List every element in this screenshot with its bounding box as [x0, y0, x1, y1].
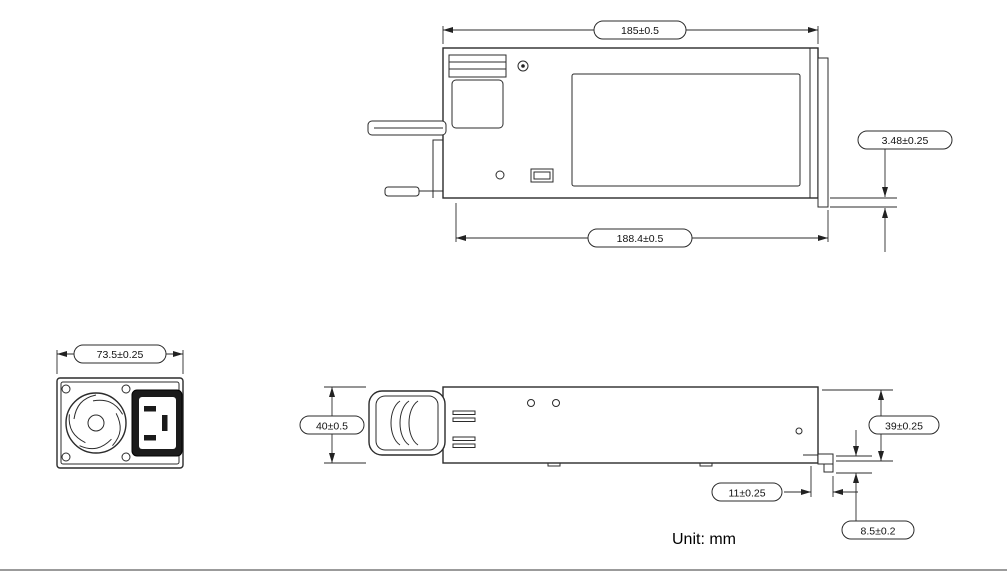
dimension-connector-inset: 11±0.25 — [711, 466, 858, 502]
fan-screw-holes — [61, 384, 131, 462]
dimension-balloon — [299, 415, 365, 435]
mounting-flange — [817, 57, 829, 208]
latch-assembly — [448, 54, 507, 129]
dimension-label: 73.5±0.25 — [97, 349, 144, 361]
dimension-bottom-length: 188.4±0.5 — [455, 203, 829, 248]
psu-front-view: 73.5±0.25 — [56, 344, 184, 469]
unit-label: Unit: mm — [672, 531, 736, 548]
dimension-balloon — [711, 482, 783, 502]
top-view-body-outline — [442, 47, 819, 199]
dimension-label: 39±0.25 — [885, 421, 923, 433]
psu-top-view: 185±0.5 188.4±0.5 3.48±0.25 — [367, 20, 953, 252]
vent-slots — [452, 410, 476, 448]
dimension-balloon — [841, 520, 915, 540]
vent-cutout — [530, 168, 554, 183]
ac-inlet — [131, 389, 183, 457]
dimension-label: 3.48±0.25 — [882, 135, 929, 147]
screw-hole — [517, 60, 529, 72]
fan-hub — [87, 414, 105, 432]
inlet-pin-slot — [144, 406, 156, 412]
side-body-outline — [442, 386, 819, 464]
dimension-balloon — [587, 228, 693, 248]
dimension-flange-offset: 3.48±0.25 — [830, 130, 953, 252]
product-label-area — [571, 73, 801, 187]
inlet-pin-slot — [144, 435, 156, 441]
dimension-balloon — [857, 130, 953, 150]
dimension-label: 11±0.25 — [728, 488, 765, 500]
left-step-edge — [432, 139, 443, 198]
dimension-balloon — [73, 344, 167, 364]
dimension-label: 185±0.5 — [621, 25, 659, 37]
dimension-balloon — [593, 20, 687, 40]
screw-hole — [527, 399, 535, 407]
unit-annotation: Unit: mm — [672, 531, 736, 548]
dimension-top-length: 185±0.5 — [442, 20, 819, 44]
pin-hole — [495, 170, 505, 180]
screw-hole — [552, 399, 560, 407]
dimension-label: 8.5±0.2 — [861, 526, 896, 538]
dimension-label: 188.4±0.5 — [617, 233, 664, 245]
fan-blades — [68, 394, 124, 450]
handle-bar — [367, 120, 447, 136]
dimension-side-height-left: 40±0.5 — [299, 386, 366, 464]
bottom-tabs — [547, 462, 713, 467]
inlet-pin-slot — [162, 415, 168, 431]
screw-hole — [795, 427, 803, 435]
output-connector — [803, 453, 834, 473]
dimension-balloon — [868, 415, 940, 435]
handle-assembly — [368, 390, 446, 456]
dimension-side-height-right: 39±0.25 — [822, 389, 940, 462]
latch-hook — [384, 186, 443, 197]
dimension-label: 40±0.5 — [316, 421, 348, 433]
psu-side-view: 40±0.5 39±0.25 11±0.25 8.5±0.2 — [299, 386, 940, 540]
dimension-connector-height: 8.5±0.2 — [836, 430, 915, 540]
fan — [65, 392, 127, 454]
dimension-front-width: 73.5±0.25 — [56, 344, 184, 374]
